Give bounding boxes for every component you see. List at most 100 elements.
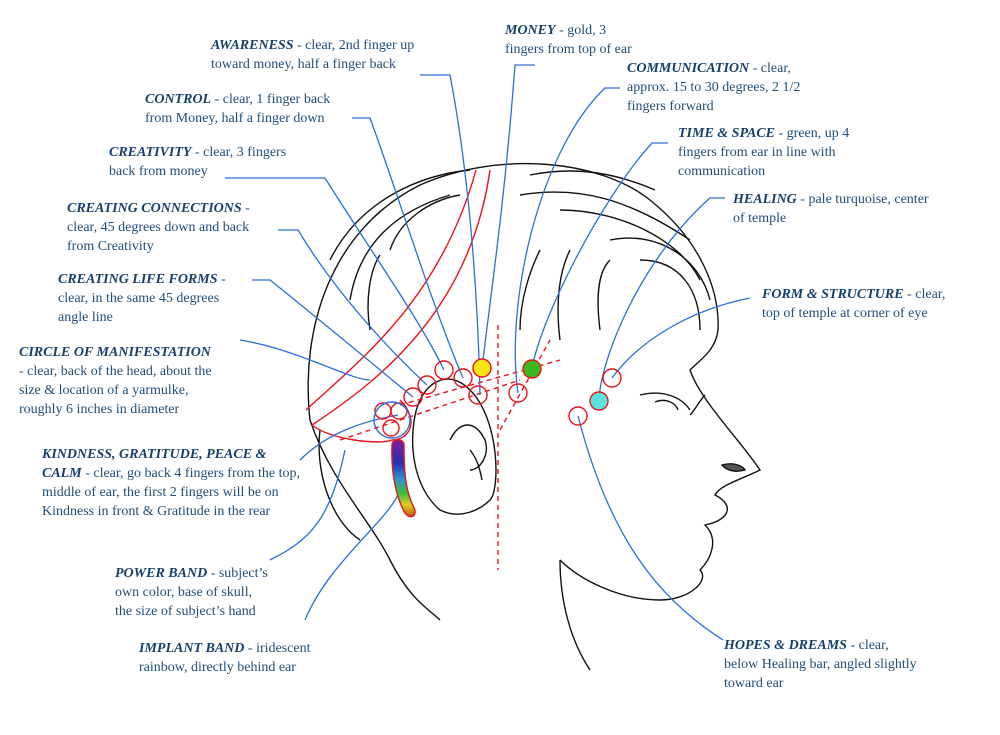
leader-communication: [514, 87, 620, 394]
label-desc: - clear, 2nd finger up: [293, 38, 415, 53]
leader-implant: [304, 489, 401, 621]
label-name: HEALING: [733, 192, 797, 207]
implant-lines: [305, 169, 561, 570]
label-control: CONTROL - clear, 1 finger back from Money…: [145, 90, 330, 128]
label-desc: clear, 45 degrees down and back: [67, 220, 250, 235]
label-desc: - subject’s: [207, 566, 268, 581]
label-desc: toward ear: [724, 676, 784, 691]
label-desc: size & location of a yarmulke,: [19, 383, 189, 398]
label-name: CALM: [42, 466, 82, 481]
label-name: MONEY: [505, 23, 556, 38]
circle-lifeforms: [468, 385, 488, 405]
label-desc: - clear, 3 fingers: [191, 145, 287, 160]
label-name: AWARENESS: [211, 38, 294, 53]
label-desc: -: [241, 201, 250, 216]
leader-awareness: [420, 74, 481, 396]
label-desc: fingers from top of ear: [505, 42, 632, 57]
label-desc: Kindness in front & Gratitude in the rea…: [42, 504, 271, 519]
label-desc: - pale turquoise, center: [796, 192, 929, 207]
circle-control: [453, 368, 473, 388]
label-desc: angle line: [58, 310, 113, 325]
label-desc: fingers forward: [627, 99, 714, 114]
label-name: CREATING LIFE FORMS: [58, 272, 218, 287]
leader-lifeforms: [252, 279, 414, 398]
label-money: MONEY - gold, 3 fingers from top of ear: [505, 21, 632, 59]
label-desc: toward money, half a finger back: [211, 57, 396, 72]
circle-form-structure: [602, 368, 622, 388]
label-implant-band: IMPLANT BAND - iridescent rainbow, direct…: [139, 639, 311, 677]
label-desc: top of temple at corner of eye: [762, 306, 928, 321]
label-desc: - green, up 4: [775, 126, 850, 141]
label-desc: - gold, 3: [555, 23, 607, 38]
circle-kindness-3: [382, 419, 400, 437]
label-desc: middle of ear, the first 2 fingers will …: [42, 485, 279, 500]
circle-money: [472, 358, 492, 378]
leader-money: [481, 64, 535, 369]
label-desc: - clear,: [749, 61, 791, 76]
label-desc: - clear, back of the head, about the: [19, 364, 212, 379]
label-desc: - clear,: [846, 638, 889, 653]
label-name: KINDNESS, GRATITUDE, PEACE &: [42, 447, 267, 462]
label-creating-connections: CREATING CONNECTIONS -clear, 45 degrees …: [67, 199, 250, 256]
label-time-space: TIME & SPACE - green, up 4 fingers from e…: [678, 124, 849, 181]
label-creating-life-forms: CREATING LIFE FORMS - clear, in the same …: [58, 270, 226, 327]
leader-healing: [598, 197, 725, 402]
label-desc: clear, in the same 45 degrees: [58, 291, 220, 306]
leader-control: [352, 117, 464, 379]
label-name: CIRCLE OF MANIFESTATION: [19, 345, 211, 360]
label-desc: back from money: [109, 164, 208, 179]
circle-connections: [403, 387, 423, 407]
circle-creativity: [417, 375, 437, 395]
circle-kindness-1: [374, 402, 392, 420]
leader-connections: [278, 229, 428, 386]
circle-kindness-2: [390, 402, 408, 420]
label-name: IMPLANT BAND: [139, 641, 245, 656]
label-desc: - clear, 1 finger back: [211, 92, 331, 107]
label-form-structure: FORM & STRUCTURE - clear, top of temple a…: [762, 285, 945, 323]
label-creativity: CREATIVITY - clear, 3 fingers back from m…: [109, 143, 286, 181]
label-healing: HEALING - pale turquoise, center of templ…: [733, 190, 929, 228]
label-name: CONTROL: [145, 92, 212, 107]
leader-powerband: [269, 449, 346, 561]
label-desc: -: [217, 272, 226, 287]
label-desc: - iridescent: [244, 641, 311, 656]
label-hopes-dreams: HOPES & DREAMS - clear,below Healing bar…: [724, 636, 917, 693]
label-desc: from Creativity: [67, 239, 154, 254]
circle-hopes-dreams: [568, 406, 588, 426]
label-desc: communication: [678, 164, 766, 179]
label-desc: rainbow, directly behind ear: [139, 660, 296, 675]
circle-healing: [589, 391, 609, 411]
label-name: FORM & STRUCTURE: [762, 287, 904, 302]
label-kindness: KINDNESS, GRATITUDE, PEACE & CALM - clear…: [42, 445, 300, 521]
leader-manifestation: [239, 339, 371, 381]
leader-lines: [225, 64, 751, 641]
circle-time-space: [522, 359, 542, 379]
implant-circles: [373, 358, 622, 439]
label-name: CREATIVITY: [109, 145, 192, 160]
label-desc: fingers from ear in line with: [678, 145, 836, 160]
leader-creativity: [225, 177, 445, 371]
circle-awareness: [434, 360, 454, 380]
label-desc: below Healing bar, angled slightly: [724, 657, 917, 672]
leader-form: [611, 297, 751, 379]
label-name: TIME & SPACE: [678, 126, 775, 141]
label-circle-of-manifestation: CIRCLE OF MANIFESTATION - clear, back of …: [19, 343, 212, 419]
label-awareness: AWARENESS - clear, 2nd finger up toward m…: [211, 36, 414, 74]
circle-manifestation: [373, 401, 411, 439]
label-name: POWER BAND: [115, 566, 208, 581]
label-desc: - clear, go back 4 fingers from the top,: [81, 466, 300, 481]
label-desc: the size of subject’s hand: [115, 604, 256, 619]
circle-communication: [508, 383, 528, 403]
label-desc: of temple: [733, 211, 787, 226]
leader-time-space: [531, 142, 668, 370]
implant-band: [391, 439, 416, 518]
label-desc: - clear,: [903, 287, 946, 302]
label-desc: approx. 15 to 30 degrees, 2 1/2: [627, 80, 801, 95]
head-drawing: [307, 162, 762, 671]
label-desc: from Money, half a finger down: [145, 111, 325, 126]
leader-hopes: [577, 415, 724, 641]
label-desc: roughly 6 inches in diameter: [19, 402, 180, 417]
